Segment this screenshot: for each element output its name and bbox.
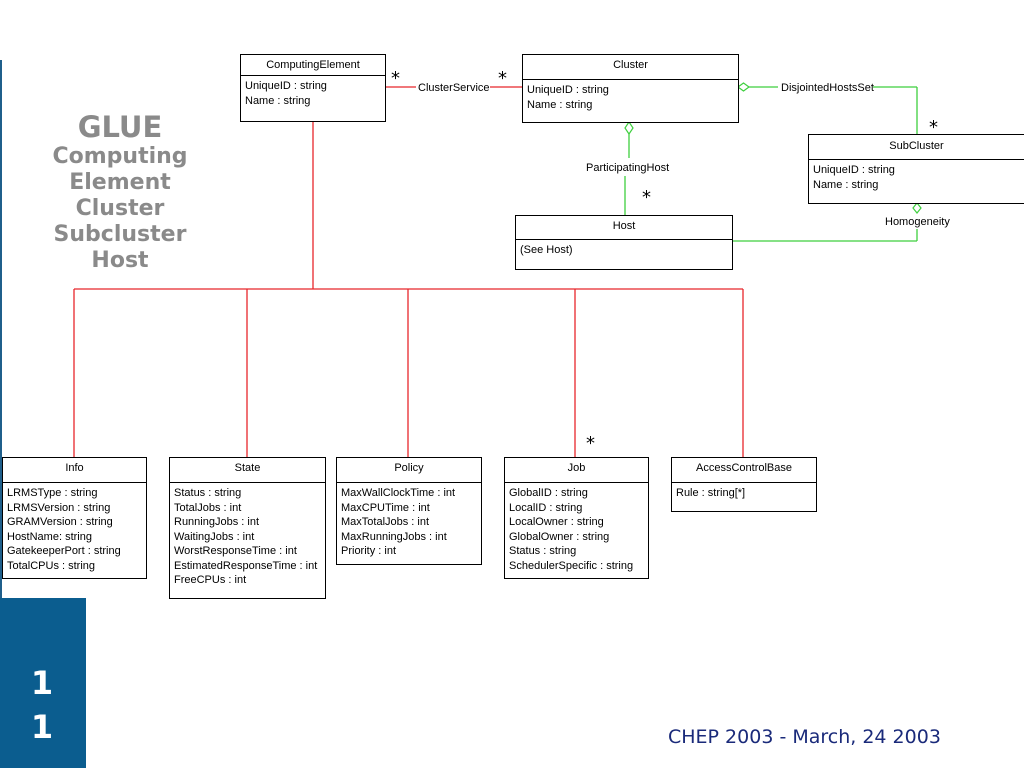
class-info: Info LRMSType : string LRMSVersion : str… (2, 457, 147, 579)
class-subcluster: SubCluster UniqueID : string Name : stri… (808, 134, 1024, 204)
subcluster-homogeneity-diamond (912, 202, 922, 214)
attribute: WorstResponseTime : int (174, 545, 297, 557)
class-name: State (170, 458, 325, 483)
attribute: MaxRunningJobs : int (341, 530, 447, 543)
class-name: Cluster (523, 55, 738, 80)
class-name: ComputingElement (241, 55, 385, 76)
slide-title: GLUE Computing Element Cluster Subcluste… (0, 110, 240, 274)
attribute: TotalJobs : int (174, 501, 242, 514)
class-computing-element: ComputingElement UniqueID : string Name … (240, 54, 386, 122)
attribute: EstimatedResponseTime : int (174, 559, 318, 572)
title-line-host: Host (91, 248, 149, 273)
class-attributes: (See Host) (516, 240, 732, 261)
attribute: LRMSType : string (7, 487, 98, 499)
attribute: MaxTotalJobs : int (341, 516, 430, 528)
class-attributes: MaxWallClockTime : int MaxCPUTime : int … (337, 483, 481, 562)
slide-number-panel: 1 1 (0, 598, 86, 768)
multiplicity-star-host: * (642, 187, 651, 208)
attribute: Status : string (174, 487, 242, 499)
attribute: Name : string (813, 178, 879, 191)
class-name: Host (516, 216, 732, 240)
attribute: GatekeeperPort : string (7, 545, 121, 557)
multiplicity-star-subcluster: * (929, 117, 938, 138)
attribute: Name : string (245, 94, 311, 107)
disjointed-hosts-set-label: DisjointedHostsSet (781, 82, 874, 94)
attribute: MaxCPUTime : int (341, 501, 430, 514)
attribute: TotalCPUs : string (7, 559, 96, 572)
attribute: LocalID : string (509, 501, 583, 514)
title-main: GLUE (77, 110, 163, 144)
title-line-cluster: Cluster (75, 196, 165, 221)
class-job: Job GlobalID : string LocalID : string L… (504, 457, 649, 579)
attribute: UniqueID : string (527, 84, 609, 96)
multiplicity-star-job: * (586, 433, 595, 454)
attribute: UniqueID : string (813, 164, 895, 176)
title-line-subcluster: Subcluster (53, 222, 187, 247)
attribute: LocalOwner : string (509, 516, 604, 528)
attribute: RunningJobs : int (174, 516, 259, 528)
cluster-aggregation-diamond (736, 82, 751, 92)
attribute: UniqueID : string (245, 80, 327, 92)
class-state: State Status : string TotalJobs : int Ru… (169, 457, 326, 599)
class-name: Info (3, 458, 146, 483)
attribute: WaitingJobs : int (174, 530, 255, 543)
attribute: Name : string (527, 98, 593, 111)
attribute: SchedulerSpecific : string (509, 559, 634, 572)
attribute: HostName: string (7, 530, 92, 543)
class-attributes: UniqueID : string Name : string (809, 160, 1024, 195)
attribute: Priority : int (341, 545, 397, 557)
attribute: GlobalID : string (509, 487, 588, 499)
class-access-control-base: AccessControlBase Rule : string[*] (671, 457, 817, 512)
attribute: LRMSVersion : string (7, 501, 111, 514)
class-name: AccessControlBase (672, 458, 816, 483)
participating-diamond (624, 120, 634, 136)
attribute: Rule : string[*] (676, 487, 746, 499)
homogeneity-label: Homogeneity (885, 216, 950, 228)
class-name: SubCluster (809, 135, 1024, 160)
attribute: GRAMVersion : string (7, 516, 113, 528)
attribute: GlobalOwner : string (509, 530, 610, 543)
class-attributes: LRMSType : string LRMSVersion : string G… (3, 483, 146, 576)
left-accent-rule (0, 60, 2, 600)
multiplicity-star-cluster: * (498, 68, 507, 89)
attribute: MaxWallClockTime : int (341, 487, 456, 499)
class-policy: Policy MaxWallClockTime : int MaxCPUTime… (336, 457, 482, 565)
footer-caption: CHEP 2003 - March, 24 2003 (668, 726, 941, 748)
class-cluster: Cluster UniqueID : string Name : string (522, 54, 739, 123)
participating-host-label: ParticipatingHost (586, 162, 669, 174)
attribute: FreeCPUs : int (174, 574, 247, 586)
class-attributes: UniqueID : string Name : string (523, 80, 738, 115)
class-host: Host (See Host) (515, 215, 733, 270)
class-attributes: Rule : string[*] (672, 483, 816, 504)
class-attributes: GlobalID : string LocalID : string Local… (505, 483, 648, 576)
class-name: Job (505, 458, 648, 483)
multiplicity-star-ce: * (391, 68, 400, 89)
cluster-service-label: ClusterService (418, 82, 490, 94)
title-line-computing-element: Computing Element (52, 144, 188, 195)
class-name: Policy (337, 458, 481, 483)
attribute: (See Host) (520, 244, 573, 256)
slide-number-digit-2: 1 (30, 708, 54, 746)
class-attributes: UniqueID : string Name : string (241, 76, 385, 111)
attribute: Status : string (509, 545, 577, 557)
slide-number-digit-1: 1 (30, 664, 54, 702)
class-attributes: Status : string TotalJobs : int RunningJ… (170, 483, 325, 591)
